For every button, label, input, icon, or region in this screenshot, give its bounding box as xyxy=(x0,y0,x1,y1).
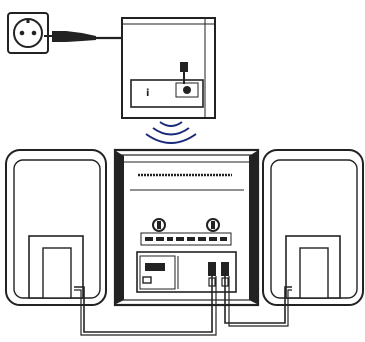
right-speaker-cable-inner xyxy=(228,276,292,327)
power-outlet-icon xyxy=(7,12,49,54)
subwoofer: i xyxy=(121,17,216,119)
power-plug-icon xyxy=(44,31,96,42)
subwoofer-info-icon: i xyxy=(146,88,149,99)
right-speaker-cable xyxy=(224,276,292,324)
left-speaker xyxy=(5,149,107,306)
main-unit xyxy=(113,148,260,307)
wireless-signal-icon xyxy=(145,121,197,144)
left-speaker-cable xyxy=(74,276,213,333)
left-speaker-cable-inner xyxy=(74,276,217,336)
right-speaker xyxy=(262,149,364,306)
